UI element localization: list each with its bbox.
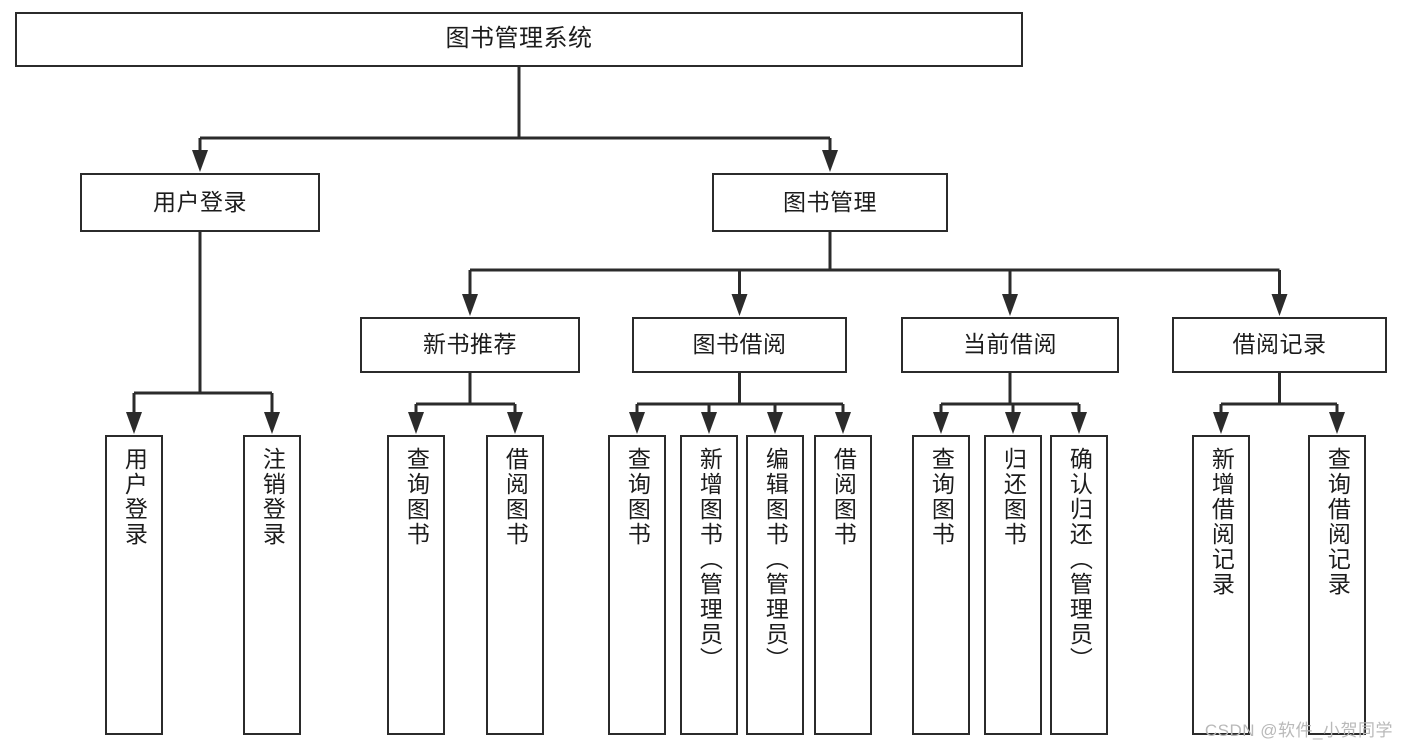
node-leaf-query-record[interactable]: 查询借阅记录	[1308, 435, 1366, 735]
node-label: 当前借阅	[963, 331, 1057, 358]
node-label: 图书管理系统	[445, 25, 593, 53]
node-leaf-query-book-2[interactable]: 查询图书	[608, 435, 666, 735]
watermark: CSDN @软件_小贺同学	[1204, 721, 1393, 740]
node-leaf-user-login[interactable]: 用户登录	[105, 435, 163, 735]
node-label: 用户登录	[121, 447, 148, 547]
node-label: 编辑图书（管理员）	[762, 447, 789, 672]
node-label: 查询图书	[624, 447, 651, 547]
node-leaf-borrow-book-1[interactable]: 借阅图书	[486, 435, 544, 735]
node-user-login[interactable]: 用户登录	[80, 173, 320, 232]
node-leaf-add-book[interactable]: 新增图书（管理员）	[680, 435, 738, 735]
node-label: 确认归还（管理员）	[1066, 447, 1093, 672]
node-label: 新增借阅记录	[1208, 447, 1235, 597]
node-book-borrow[interactable]: 图书借阅	[632, 317, 847, 373]
node-label: 注销登录	[259, 447, 286, 547]
node-current-loan[interactable]: 当前借阅	[901, 317, 1119, 373]
node-root[interactable]: 图书管理系统	[15, 12, 1023, 67]
node-leaf-return-book[interactable]: 归还图书	[984, 435, 1042, 735]
node-label: 查询图书	[928, 447, 955, 547]
node-book-manage[interactable]: 图书管理	[712, 173, 948, 232]
node-label: 借阅图书	[830, 447, 857, 547]
node-label: 图书管理	[783, 188, 877, 215]
node-label: 归还图书	[1000, 447, 1027, 547]
node-label: 借阅图书	[502, 447, 529, 547]
node-leaf-user-logout[interactable]: 注销登录	[243, 435, 301, 735]
node-leaf-edit-book[interactable]: 编辑图书（管理员）	[746, 435, 804, 735]
node-label: 查询图书	[403, 447, 430, 547]
node-leaf-query-book-3[interactable]: 查询图书	[912, 435, 970, 735]
node-label: 新增图书（管理员）	[696, 447, 723, 672]
node-leaf-query-book-1[interactable]: 查询图书	[387, 435, 445, 735]
node-label: 用户登录	[153, 188, 247, 215]
node-new-book-rec[interactable]: 新书推荐	[360, 317, 580, 373]
node-leaf-confirm-return[interactable]: 确认归还（管理员）	[1050, 435, 1108, 735]
node-leaf-add-record[interactable]: 新增借阅记录	[1192, 435, 1250, 735]
node-label: 新书推荐	[423, 331, 517, 358]
node-label: 图书借阅	[692, 331, 787, 358]
node-label: 查询借阅记录	[1324, 447, 1351, 597]
node-leaf-borrow-book-2[interactable]: 借阅图书	[814, 435, 872, 735]
node-loan-record[interactable]: 借阅记录	[1172, 317, 1387, 373]
node-label: 借阅记录	[1232, 331, 1327, 358]
